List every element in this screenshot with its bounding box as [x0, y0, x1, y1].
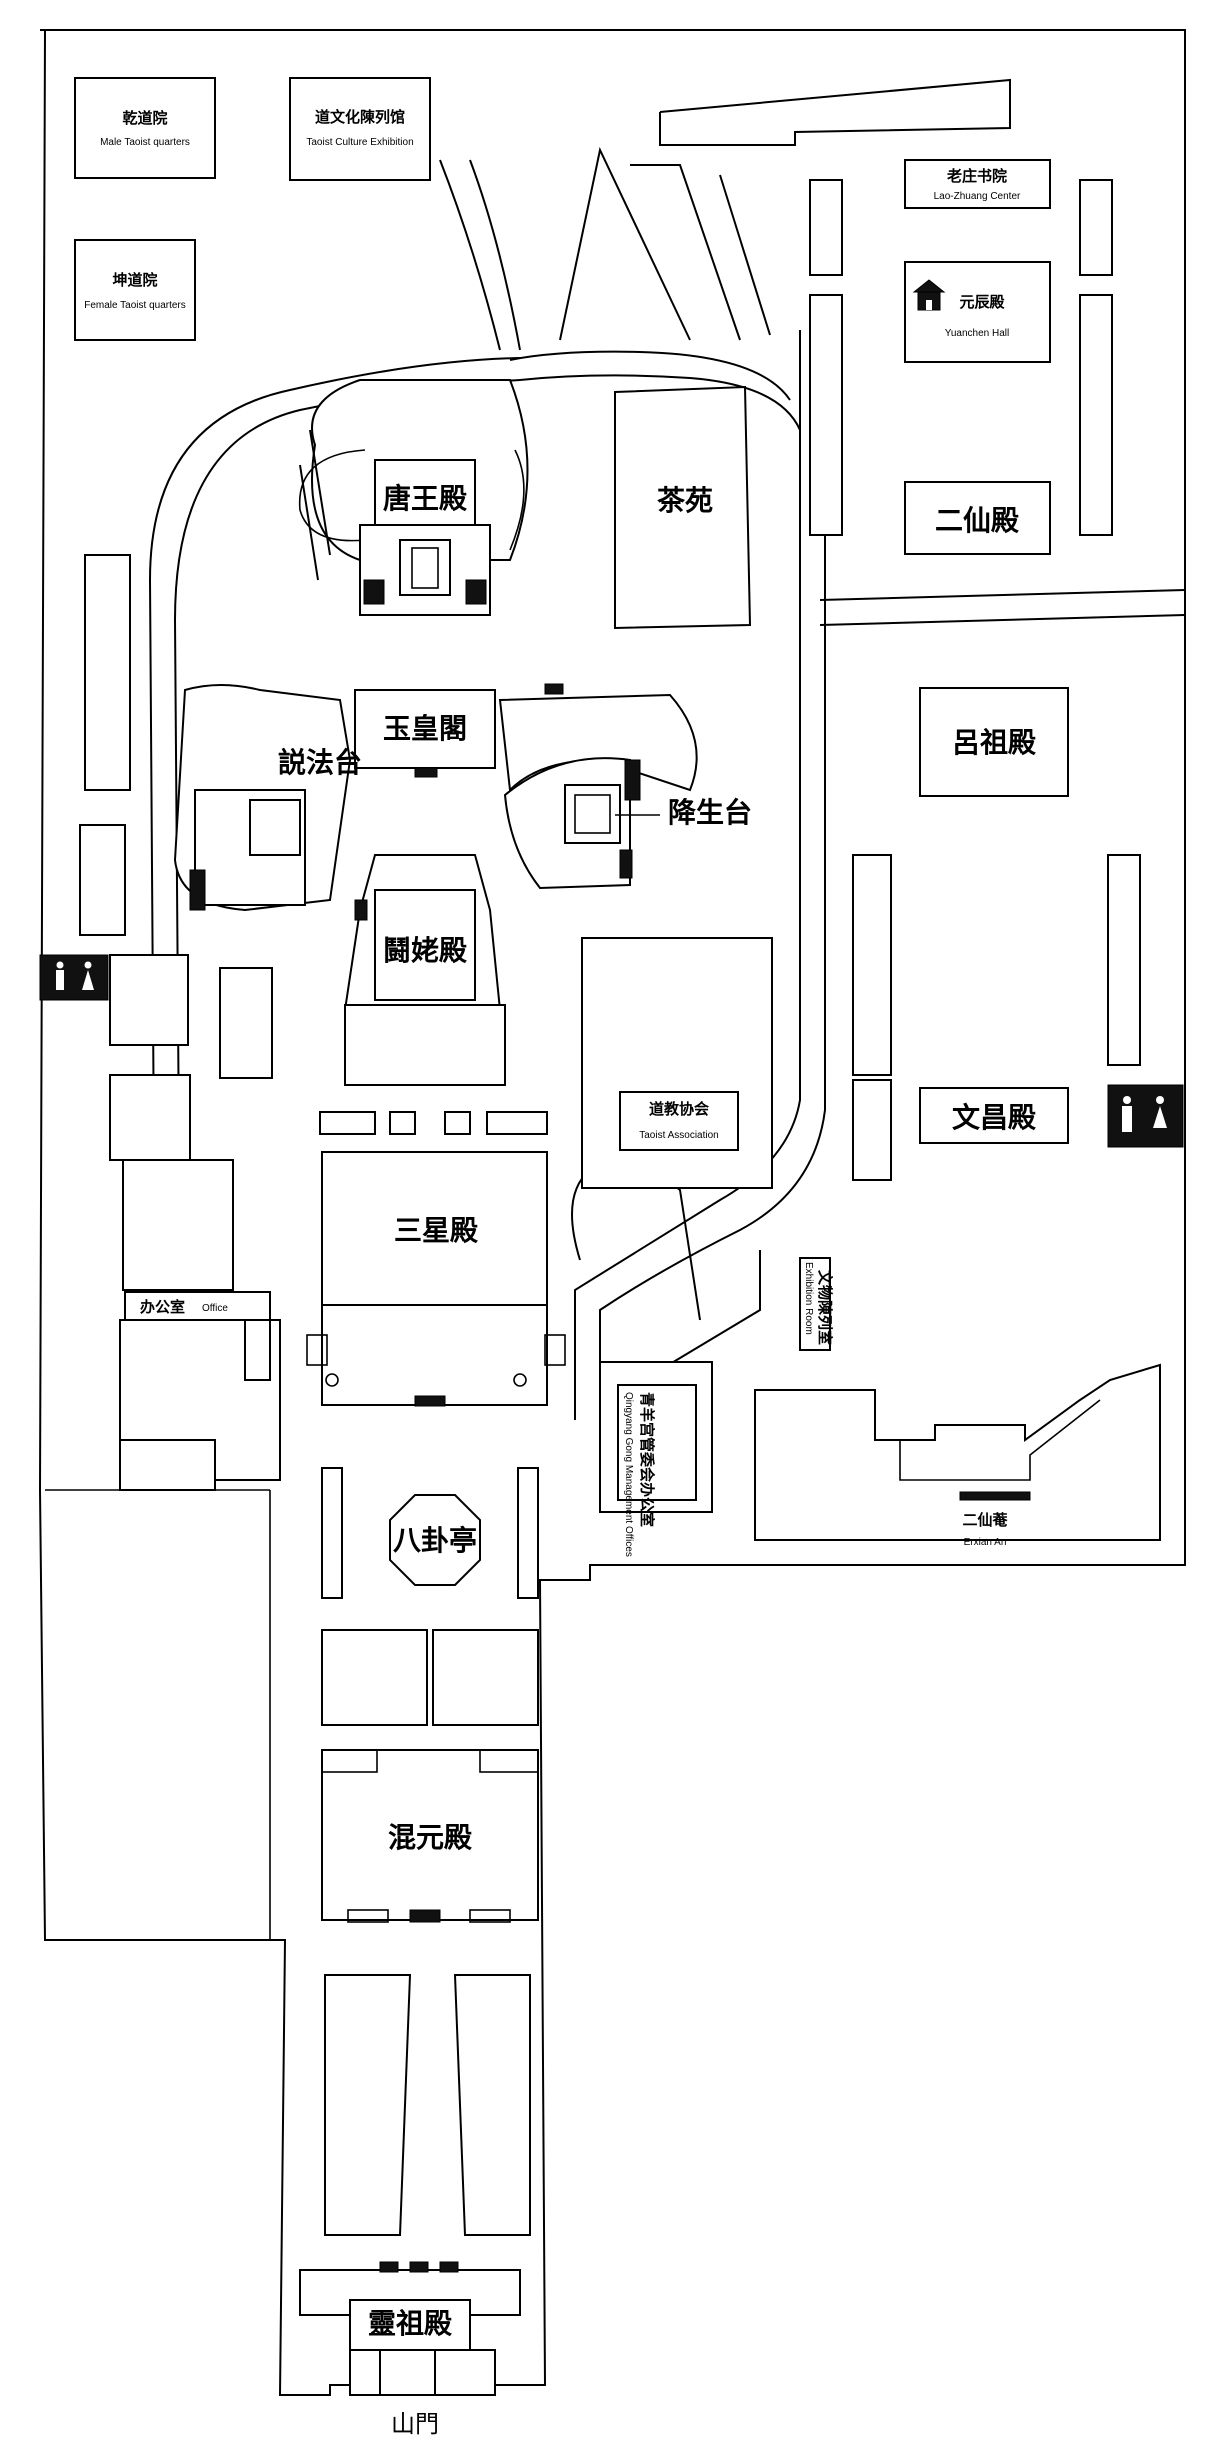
jiangsheng-platform-complex[interactable]: 降生台 [498, 683, 752, 890]
exhibition-room-label-cn: 文物陳列室 [816, 1270, 834, 1345]
yuanchen-hall-building[interactable]: 元辰殿 Yuanchen Hall [904, 261, 1051, 363]
yuhuang-pavilion-building[interactable]: 玉皇閣 [354, 689, 496, 778]
restroom-icon[interactable] [1107, 1084, 1184, 1148]
female-quarters-building[interactable]: 坤道院 Female Taoist quarters [74, 239, 196, 341]
tea-garden-area[interactable]: 茶苑 [614, 385, 752, 630]
tangwang-hall-complex[interactable]: 唐王殿 [298, 379, 529, 616]
office-label-cn: 办公室 [140, 1298, 185, 1316]
east-side-buildings [852, 854, 1141, 1181]
west-side-buildings [79, 554, 281, 1491]
erxian-an-label-en: Erxian An [964, 1537, 1007, 1548]
northeast-wing [659, 78, 1113, 536]
shuofa-platform-label: 説法台 [278, 746, 362, 779]
culture-exhibition-building[interactable]: 道文化陳列馆 Taoist Culture Exhibition [289, 77, 431, 181]
bagua-pavilion-label: 八卦亭 [393, 1524, 477, 1557]
male-quarters-label-cn: 乾道院 [122, 109, 167, 127]
tea-garden-label: 茶苑 [657, 484, 713, 517]
restroom-icon[interactable] [39, 954, 109, 1001]
male-quarters-label-en: Male Taoist quarters [100, 137, 190, 148]
jiangsheng-platform-label: 降生台 [668, 796, 752, 829]
female-quarters-label-en: Female Taoist quarters [84, 300, 186, 311]
mountain-gate[interactable]: 山門 [391, 2410, 439, 2438]
erxian-hall-label: 二仙殿 [935, 504, 1019, 537]
erxian-hall-building[interactable]: 二仙殿 [904, 481, 1051, 555]
management-offices-building[interactable]: 青羊宫管委会办公室 Qingyang Gong Management Offic… [599, 1361, 713, 1557]
temple-icon [912, 279, 946, 311]
tangwang-hall-label: 唐王殿 [383, 482, 467, 515]
sanxing-hall-label: 三星殿 [394, 1214, 478, 1247]
male-quarters-building[interactable]: 乾道院 Male Taoist quarters [74, 77, 216, 179]
taoist-association-label-cn: 道教协会 [649, 1100, 709, 1118]
yuanchen-hall-label-en: Yuanchen Hall [945, 328, 1010, 339]
bagua-pavilion-building[interactable]: 八卦亭 [389, 1494, 481, 1586]
hunyuan-hall-label: 混元殿 [388, 1821, 472, 1854]
hunyuan-hall-building[interactable]: 混元殿 [321, 1749, 539, 1923]
taoist-association-building[interactable]: 道教协会 Taoist Association [581, 937, 773, 1189]
office-label-en: Office [202, 1303, 228, 1314]
laozhuang-center-building[interactable]: 老庄书院 Lao-Zhuang Center [904, 159, 1051, 209]
front-courtyard-beds [324, 1974, 531, 2236]
exhibition-room-label-en: Exhibition Room [803, 1262, 814, 1335]
management-offices-label-en: Qingyang Gong Management Offices [623, 1392, 634, 1557]
erxian-an-compound[interactable]: 二仙菴 Erxian An [754, 1363, 1161, 1548]
lingzu-hall-building[interactable]: 靈祖殿 [299, 2261, 521, 2396]
sanxing-hall-courtyard [319, 1111, 548, 1135]
culture-exhibition-label-cn: 道文化陳列馆 [315, 108, 405, 126]
lingzu-hall-label: 靈祖殿 [368, 2307, 452, 2340]
exhibition-room-building[interactable]: 文物陳列室 Exhibition Room [799, 1257, 834, 1351]
yuanchen-hall-label-cn: 元辰殿 [959, 293, 1005, 311]
yuhuang-pavilion-label: 玉皇閣 [383, 712, 467, 745]
shuofa-platform-complex[interactable]: 説法台 [173, 684, 362, 912]
laozhuang-center-label-cn: 老庄书院 [946, 167, 1007, 185]
doulao-hall-label: 鬪姥殿 [383, 934, 467, 967]
culture-exhibition-label-en: Taoist Culture Exhibition [306, 137, 413, 148]
bagua-courtyard [321, 1467, 539, 1726]
taoist-association-label-en: Taoist Association [639, 1130, 719, 1141]
female-quarters-label-cn: 坤道院 [112, 271, 157, 289]
sanxing-hall-building[interactable]: 三星殿 [306, 1151, 566, 1407]
lvzu-hall-label: 呂祖殿 [952, 726, 1036, 759]
wenchang-hall-building[interactable]: 文昌殿 [919, 1087, 1069, 1144]
doulao-hall-building[interactable]: 鬪姥殿 [343, 854, 506, 1086]
management-offices-label-cn: 青羊宫管委会办公室 [638, 1392, 656, 1527]
wenchang-hall-label: 文昌殿 [952, 1101, 1036, 1134]
laozhuang-center-label-en: Lao-Zhuang Center [934, 191, 1021, 202]
office-building[interactable]: 办公室 Office [124, 1291, 271, 1321]
erxian-an-label-cn: 二仙菴 [962, 1511, 1008, 1529]
mountain-gate-label: 山門 [391, 2410, 439, 2438]
lvzu-hall-building[interactable]: 呂祖殿 [919, 687, 1069, 797]
